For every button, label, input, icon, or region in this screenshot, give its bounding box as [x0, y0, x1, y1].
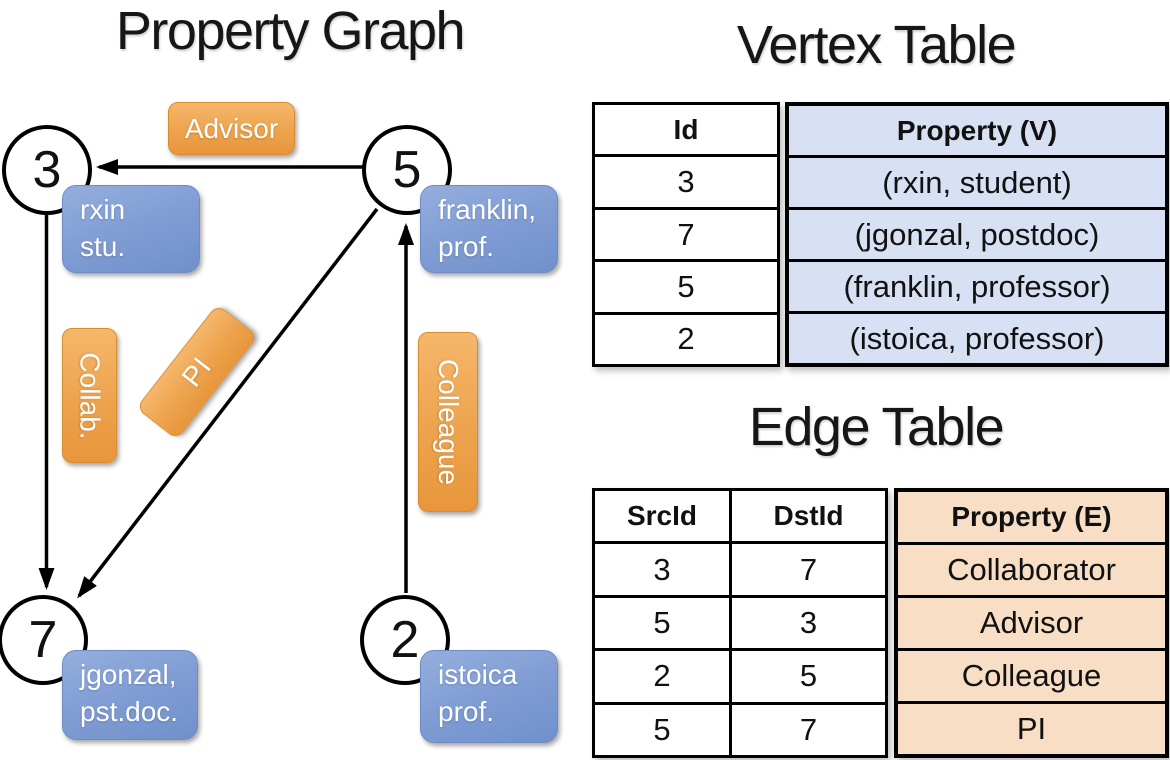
- table-row: (istoica, professor): [789, 311, 1165, 363]
- edge-label-collab: Collab.: [62, 328, 117, 463]
- vertex-id-label: 7: [28, 611, 58, 669]
- table-header-row: Property (V): [789, 106, 1165, 155]
- edge-table-dstid-header: DstId: [773, 500, 844, 532]
- edge-dstid-cell: 5: [799, 658, 818, 694]
- edge-label-text: Advisor: [184, 112, 279, 144]
- vertex-table-property-header: Property (V): [896, 114, 1058, 146]
- vertex-property-cell: (rxin, student): [882, 164, 1072, 200]
- edge-pi-arrow: [77, 207, 379, 599]
- vertex-property-line: jgonzal,: [80, 659, 177, 690]
- edge-property-cell: Advisor: [979, 605, 1084, 640]
- vertex-property-line: istoica: [438, 659, 518, 690]
- vertex-id-label: 2: [390, 611, 420, 669]
- edge-srcid-cell: 2: [595, 651, 732, 702]
- edge-property-cell: Colleague: [961, 658, 1102, 693]
- table-row: 2: [595, 311, 777, 364]
- vertex-id-cell: 5: [677, 268, 695, 304]
- vertex-circle-2: 2: [360, 595, 450, 685]
- vertex-property-line: pst.doc.: [80, 696, 179, 727]
- edge-label-advisor: Advisor: [168, 102, 295, 155]
- edge-srcid-cell: 3: [595, 544, 732, 595]
- edge-table-property-column: Property (E) Collaborator Advisor Collea…: [894, 488, 1169, 758]
- table-row: Colleague: [898, 648, 1165, 701]
- vertex-property-line: franklin,: [438, 194, 537, 225]
- table-row: 2 5: [595, 648, 885, 702]
- edge-property-cell: PI: [1016, 711, 1047, 746]
- edge-table-srcid-header: SrcId: [595, 491, 732, 542]
- edge-property-cell: Collaborator: [947, 552, 1116, 587]
- table-row: 7: [595, 206, 777, 259]
- vertex-property-cell: (istoica, professor): [849, 320, 1105, 356]
- vertex-table-property-column: Property (V) (rxin, student) (jgonzal, p…: [785, 102, 1169, 367]
- vertex-table-id-column: Id 3 7 5 2: [592, 102, 780, 367]
- graph-title: Property Graph: [115, 1, 466, 61]
- table-row: 3 7: [595, 541, 885, 595]
- edge-dstid-cell: 7: [799, 551, 818, 587]
- vertex-property-cell: (jgonzal, postdoc): [854, 216, 1100, 252]
- table-header-row: Property (E): [898, 492, 1165, 542]
- vertex-id-label: 3: [32, 141, 62, 199]
- vertex-id-cell: 2: [677, 321, 695, 357]
- vertex-table-id-header: Id: [673, 113, 699, 145]
- vertex-property-line: prof.: [438, 231, 495, 262]
- table-row: 5 7: [595, 701, 885, 756]
- vertex-property-box-5: franklin, prof.: [420, 185, 558, 273]
- edge-srcid-cell: 5: [595, 597, 732, 649]
- vertex-property-box-2: istoica prof.: [420, 650, 558, 743]
- table-row: PI: [898, 701, 1165, 754]
- edge-table-ids-columns: SrcId DstId 3 7 5 3 2 5 5 7: [592, 488, 888, 758]
- edge-srcid-cell: 5: [595, 704, 732, 756]
- vertex-property-box-3: rxin stu.: [62, 185, 200, 273]
- vertex-table-title: Vertex Table: [736, 15, 1017, 75]
- vertex-id-cell: 3: [677, 164, 695, 200]
- edge-label-colleague: Colleague: [418, 332, 478, 512]
- table-row: 3: [595, 154, 777, 206]
- graph-edges: [38, 159, 414, 599]
- vertex-id-cell: 7: [677, 216, 695, 252]
- edge-table-property-header: Property (E): [951, 501, 1112, 532]
- table-row: (rxin, student): [789, 155, 1165, 207]
- vertex-id-label: 5: [392, 141, 422, 199]
- table-row: Advisor: [898, 595, 1165, 648]
- vertex-property-line: rxin: [80, 194, 126, 225]
- vertex-property-cell: (franklin, professor): [843, 268, 1111, 304]
- table-header-row: Id: [595, 105, 777, 154]
- edge-dstid-cell: 7: [799, 711, 818, 747]
- edge-table-title: Edge Table: [748, 397, 1005, 457]
- edge-label-text: Collab.: [74, 351, 106, 440]
- vertex-property-line: prof.: [438, 696, 495, 727]
- vertex-circle-5: 5: [362, 125, 452, 215]
- table-row: Collaborator: [898, 542, 1165, 595]
- table-row: (jgonzal, postdoc): [789, 207, 1165, 259]
- table-row: 5: [595, 259, 777, 311]
- edge-label-text: PI: [175, 350, 218, 393]
- edge-dstid-cell: 3: [799, 605, 818, 641]
- edge-label-text: Colleague: [433, 358, 464, 486]
- vertex-property-box-7: jgonzal, pst.doc.: [62, 650, 198, 740]
- table-row: 5 3: [595, 594, 885, 649]
- table-row: (franklin, professor): [789, 259, 1165, 311]
- vertex-property-line: stu.: [80, 231, 126, 262]
- table-header-row: SrcId DstId: [595, 491, 885, 542]
